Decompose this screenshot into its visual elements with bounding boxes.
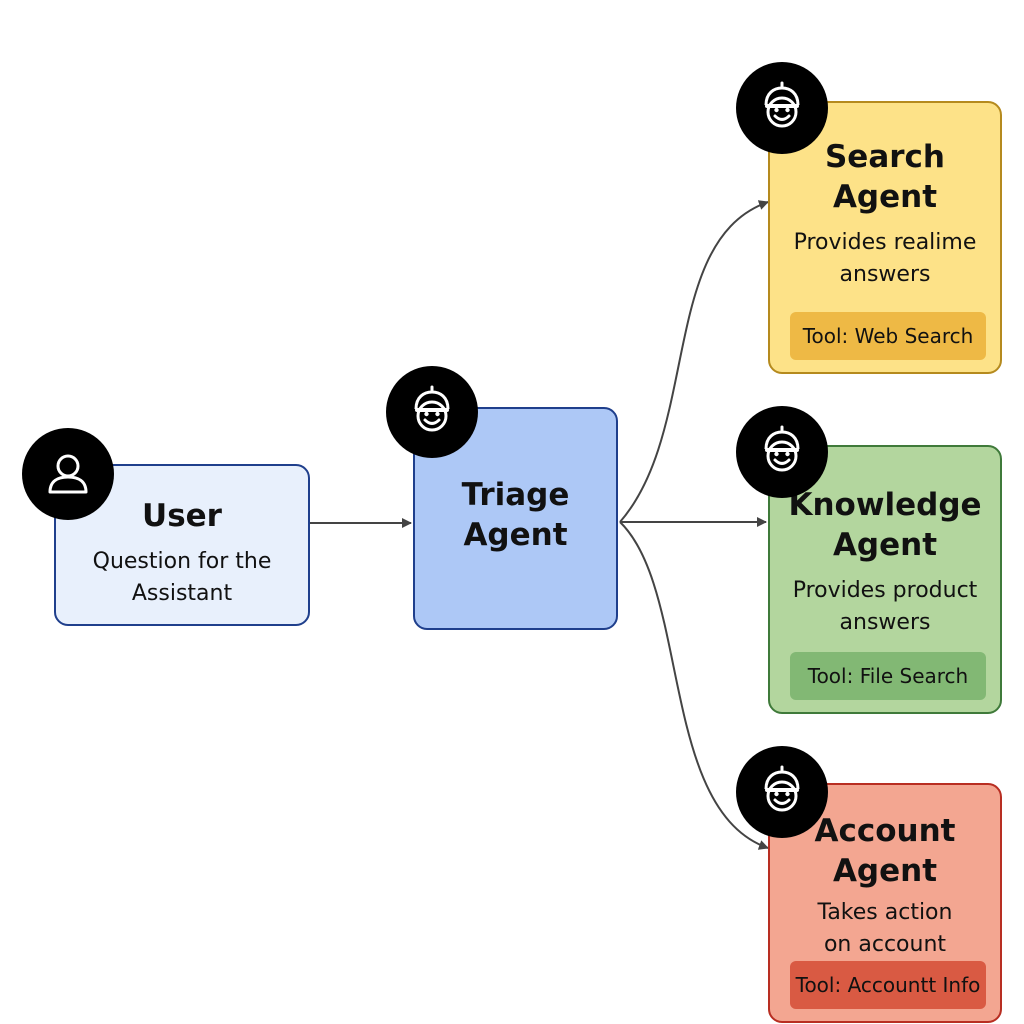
tool-badge: Tool: Web Search bbox=[790, 312, 986, 360]
node-title: Triage Agent bbox=[461, 477, 570, 553]
agent-robot-icon bbox=[736, 406, 828, 498]
agent-robot-icon bbox=[736, 62, 828, 154]
tool-badge: Tool: Accountt Info bbox=[790, 961, 986, 1009]
node-title: Search Agent bbox=[824, 139, 945, 215]
search-agent-node[interactable]: Search Agent Provides realime answers To… bbox=[768, 101, 1002, 374]
agent-robot-icon bbox=[736, 746, 828, 838]
agent-robot-icon bbox=[386, 366, 478, 458]
arrow-triage-to-search bbox=[619, 200, 769, 523]
node-description: Provides realime answers bbox=[793, 230, 977, 287]
account-agent-node[interactable]: Account Agent Takes action on account To… bbox=[768, 783, 1002, 1023]
node-description: Takes action on account bbox=[817, 900, 953, 957]
tool-badge: Tool: File Search bbox=[790, 652, 986, 700]
node-title: User bbox=[142, 498, 222, 534]
node-description: Provides product answers bbox=[792, 578, 978, 635]
node-title: Knowledge Agent bbox=[788, 487, 982, 563]
arrow-triage-to-account bbox=[619, 521, 769, 850]
node-description: Question for the Assistant bbox=[92, 549, 272, 606]
user-icon bbox=[22, 428, 114, 520]
node-title: Account Agent bbox=[814, 813, 956, 889]
knowledge-agent-node[interactable]: Knowledge Agent Provides product answers… bbox=[768, 445, 1002, 714]
